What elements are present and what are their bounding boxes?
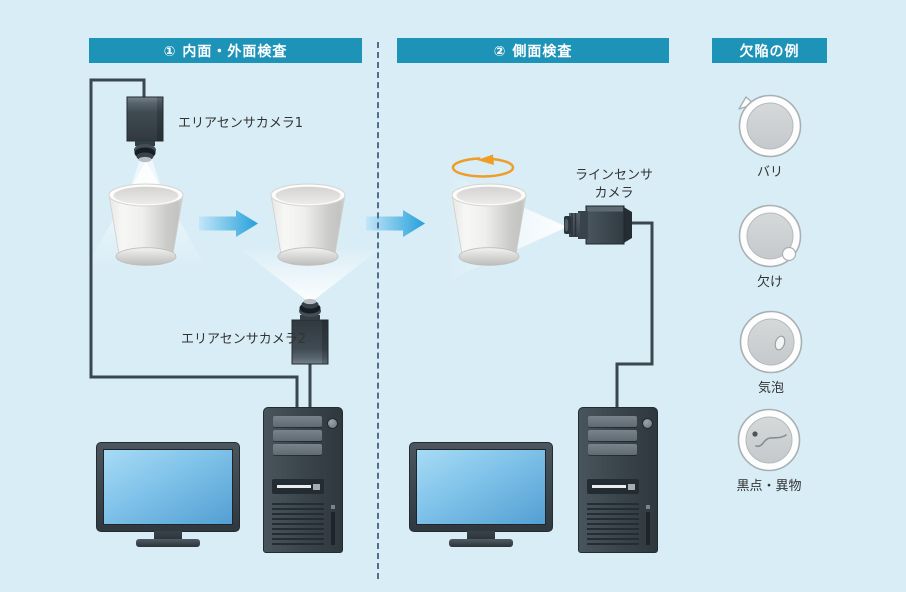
disc-drive [587, 479, 639, 494]
monitor-stand-base [136, 539, 200, 547]
defect-burr-icon [738, 94, 802, 158]
defect-example-speck: 黒点・異物 [736, 407, 802, 494]
area-sensor-camera2-icon [291, 298, 329, 365]
workstation2-pc-tower [578, 407, 658, 553]
cable-line-camera [615, 221, 654, 409]
drive-bay [588, 416, 637, 427]
defect-example-bubble: 気泡 [738, 309, 804, 396]
light-cone-up-icon [240, 249, 380, 303]
monitor-stand-neck [467, 531, 495, 540]
workstation1-pc-tower [263, 407, 343, 553]
label-area-sensor-camera2: エリアセンサカメラ2 [181, 332, 307, 347]
defect-speck-icon [737, 408, 801, 472]
section-header-defect-examples: 欠陥の例 [712, 38, 827, 63]
label-line-sensor-camera: ラインセンサ カメラ [574, 168, 653, 201]
disc-drive-button [313, 484, 320, 490]
drive-bay [273, 444, 322, 455]
monitor-stand-neck [154, 531, 182, 540]
section-header-side-inspection: ② 側面検査 [397, 38, 669, 63]
line-sensor-camera-icon [564, 205, 632, 245]
defect-bubble-icon [739, 310, 803, 374]
side-slot [646, 512, 650, 545]
disc-drive-button [628, 484, 635, 490]
workstation2-monitor [409, 442, 553, 548]
camera-cables [89, 78, 654, 409]
side-slot-cap [646, 505, 650, 509]
vent-grille [272, 503, 324, 548]
defect-label: バリ [756, 165, 784, 180]
defect-example-burr: バリ [737, 93, 803, 180]
disc-drive-slot [592, 485, 626, 488]
side-slot [331, 512, 335, 545]
defect-label: 欠け [756, 275, 784, 290]
monitor-screen [103, 449, 233, 525]
cable-area-camera1 [89, 78, 299, 409]
rotation-arrow-icon [451, 154, 515, 178]
label-area-sensor-camera1: エリアセンサカメラ1 [178, 116, 304, 131]
disc-drive [272, 479, 324, 494]
section-header-inner-outer-inspection: ① 内面・外面検査 [89, 38, 362, 63]
cup-station1-icon [108, 183, 184, 266]
section-divider [377, 42, 379, 579]
power-button-icon [642, 418, 653, 429]
drive-bay [588, 444, 637, 455]
workstation1-monitor [96, 442, 240, 548]
cup-station3-icon [451, 183, 527, 266]
conveyor-arrow-1-icon [199, 210, 258, 237]
defect-chip-icon [738, 204, 802, 268]
defect-example-chip: 欠け [737, 203, 803, 290]
defect-label: 気泡 [757, 381, 785, 396]
drive-bay [588, 430, 637, 441]
drive-bay [273, 416, 322, 427]
conveyor-arrow-2-icon [366, 210, 425, 237]
monitor-screen [416, 449, 546, 525]
side-slot-cap [331, 505, 335, 509]
vent-grille [587, 503, 639, 548]
disc-drive-slot [277, 485, 311, 488]
monitor-stand-base [449, 539, 513, 547]
power-button-icon [327, 418, 338, 429]
area-sensor-camera1-icon [126, 96, 164, 163]
cup-station2-icon [270, 183, 346, 266]
defect-label: 黒点・異物 [736, 479, 802, 494]
drive-bay [273, 430, 322, 441]
